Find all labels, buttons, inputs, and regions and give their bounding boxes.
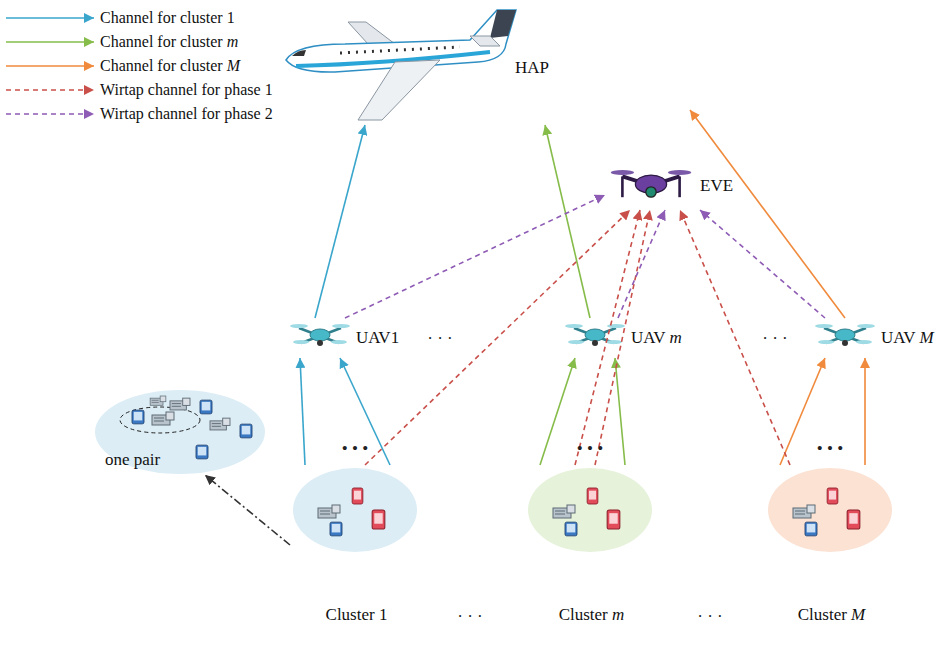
eve-drone xyxy=(611,170,692,197)
ellipsis: · · · xyxy=(762,330,787,348)
hap-node: HAP xyxy=(270,10,690,125)
node-label: Cluster 1 xyxy=(290,605,423,625)
legend-arrow xyxy=(6,65,94,67)
node-label: UAV1 xyxy=(356,328,399,348)
cluster-node: Cluster m xyxy=(525,465,658,630)
node-label: HAP xyxy=(515,58,549,78)
legend-line-sample xyxy=(4,35,96,49)
ellipsis: · · · xyxy=(457,608,482,626)
node-label: UAV m xyxy=(631,328,682,348)
legend-row: Channel for cluster M xyxy=(4,54,273,78)
cluster-area xyxy=(768,468,892,552)
legend-arrow xyxy=(6,89,94,91)
cluster-zoom-node: one pair xyxy=(95,390,265,475)
node-label: Cluster M xyxy=(765,605,898,625)
ellipsis: · · · xyxy=(697,608,722,626)
legend-line-sample xyxy=(4,11,96,25)
channel-arrow xyxy=(680,210,790,465)
channel-arrow xyxy=(540,358,575,465)
legend-line-sample xyxy=(4,83,96,97)
cluster-area xyxy=(528,468,652,552)
channel-arrow xyxy=(618,210,665,318)
channel-arrow xyxy=(690,110,845,318)
uav-node: UAV m xyxy=(565,318,690,358)
legend-row: Channel for cluster m xyxy=(4,30,273,54)
legend-text: Wirtap channel for phase 1 xyxy=(100,80,273,100)
ellipsis: · · · xyxy=(427,330,452,348)
channel-arrow xyxy=(205,475,290,545)
uav-node: UAV M xyxy=(815,318,940,358)
legend-line-sample xyxy=(4,107,96,121)
legend-arrow xyxy=(6,113,94,115)
channel-arrow xyxy=(575,210,640,465)
legend-line-sample xyxy=(4,59,96,73)
legend-text: Channel for cluster m xyxy=(100,32,238,52)
ellipsis: • • • xyxy=(577,440,603,458)
node-label: one pair xyxy=(105,450,160,470)
channel-arrow xyxy=(365,210,630,465)
channel-arrow xyxy=(864,358,866,465)
channel-arrow xyxy=(340,358,390,465)
cluster-zoom xyxy=(95,390,265,474)
uav-drone xyxy=(815,324,875,346)
legend-text: Channel for cluster M xyxy=(100,56,240,76)
legend: Channel for cluster 1 Channel for cluster… xyxy=(4,6,273,126)
legend-text: Wirtap channel for phase 2 xyxy=(100,104,273,124)
node-label: UAV M xyxy=(881,328,934,348)
channel-arrow xyxy=(545,125,590,318)
legend-arrow xyxy=(6,41,94,43)
legend-row: Wirtap channel for phase 2 xyxy=(4,102,273,126)
channel-arrow xyxy=(700,210,825,318)
cluster-area xyxy=(293,468,417,552)
ellipsis: • • • xyxy=(342,440,368,458)
node-label: EVE xyxy=(700,176,733,196)
cluster-node: Cluster M xyxy=(765,465,898,630)
cluster-node: Cluster 1 xyxy=(290,465,423,630)
legend-row: Wirtap channel for phase 1 xyxy=(4,78,273,102)
hap-aircraft xyxy=(286,10,516,120)
ellipsis: • • • xyxy=(817,440,843,458)
channel-arrow xyxy=(345,195,605,318)
channel-arrow xyxy=(315,125,365,318)
legend-text: Channel for cluster 1 xyxy=(100,8,235,28)
channel-arrow xyxy=(300,358,305,465)
channel-arrow xyxy=(615,358,625,465)
uav-node: UAV1 xyxy=(290,318,405,358)
eavesdropper-node: EVE xyxy=(605,160,745,210)
legend-row: Channel for cluster 1 xyxy=(4,6,273,30)
node-label: Cluster m xyxy=(525,605,658,625)
uav-drone xyxy=(290,324,350,346)
legend-arrow xyxy=(6,17,94,19)
uav-drone xyxy=(565,324,625,346)
